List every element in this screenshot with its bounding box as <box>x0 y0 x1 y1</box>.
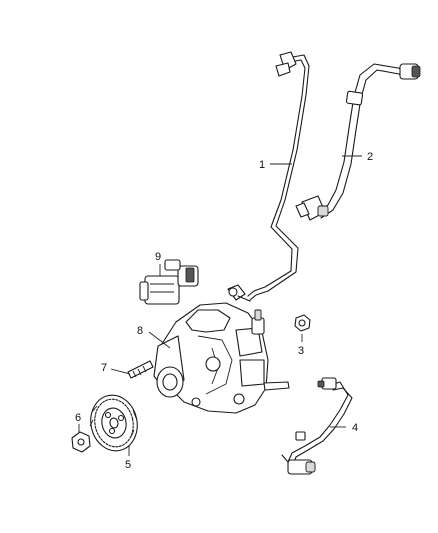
callout-2: 2 <box>367 151 373 163</box>
callout-8: 8 <box>137 325 143 337</box>
callout-6: 6 <box>75 412 81 424</box>
fuel-line-2 <box>295 63 421 221</box>
callout-7: 7 <box>101 362 107 374</box>
fuel-line-1 <box>227 51 310 302</box>
metering-valve-9 <box>139 259 199 305</box>
callout-1: 1 <box>259 159 265 171</box>
nut-6 <box>71 431 91 453</box>
callout-4: 4 <box>352 422 358 434</box>
callout-labels: 1 2 3 4 5 6 7 8 9 <box>75 151 373 471</box>
stud-7 <box>127 360 154 379</box>
callout-9: 9 <box>155 251 161 263</box>
nut-3 <box>294 314 311 332</box>
callout-5: 5 <box>125 459 131 471</box>
sprocket-5 <box>89 394 138 452</box>
leader-lines <box>78 155 362 456</box>
wiring-harness-4 <box>281 377 353 475</box>
fuel-pump-8 <box>153 302 290 414</box>
callout-3: 3 <box>298 345 304 357</box>
